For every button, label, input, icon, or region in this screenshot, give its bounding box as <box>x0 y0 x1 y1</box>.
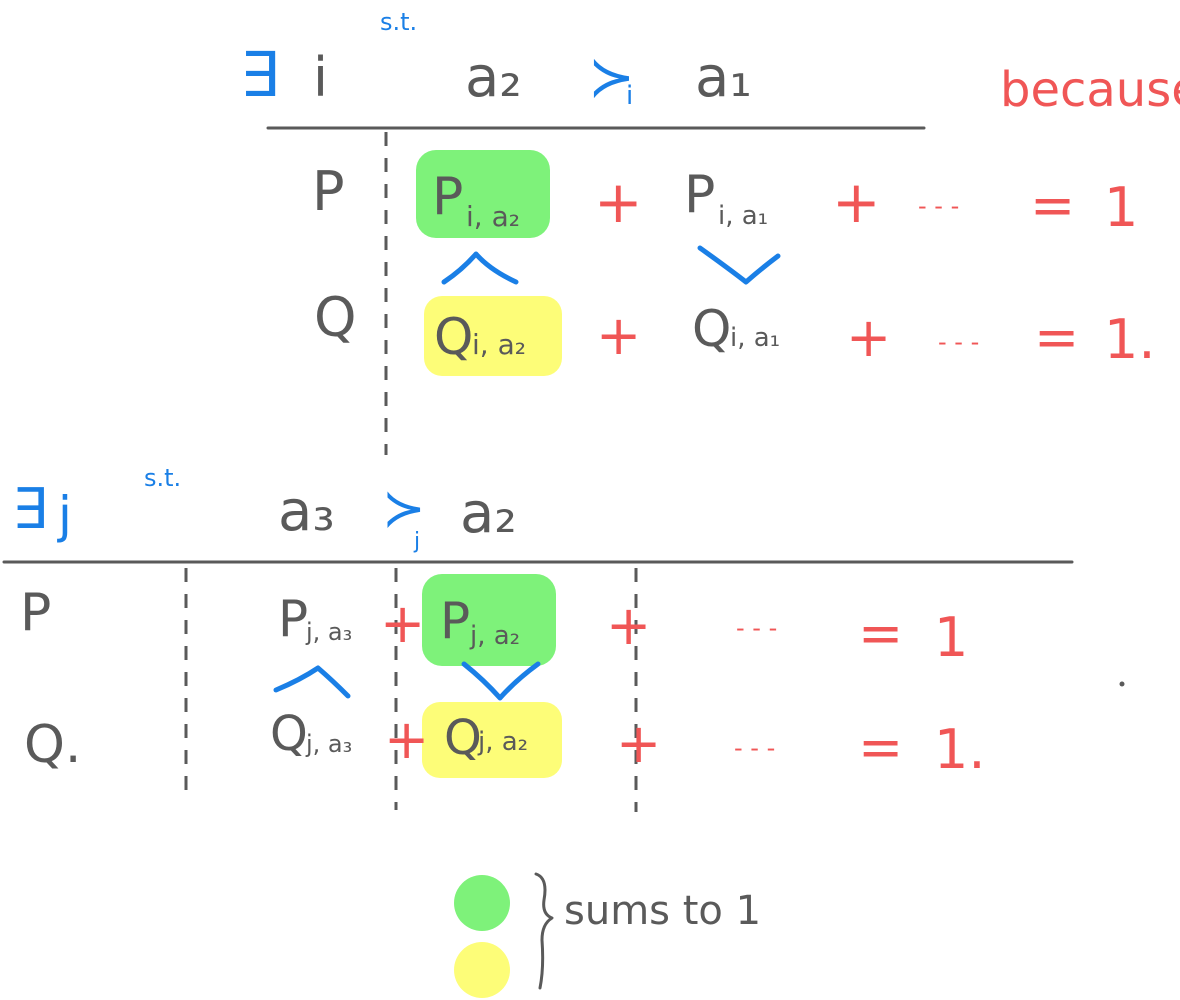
bottom-index-label: j <box>57 486 72 544</box>
top-p-plus-2: + <box>832 168 881 236</box>
bottom-p-highlight-green <box>422 574 556 666</box>
bottom-row-q-label: Q. <box>24 715 81 775</box>
bottom-row-p-label: P <box>20 583 51 643</box>
top-q-second-subscript: i, a₁ <box>730 323 780 353</box>
bottom-p-first-term: P <box>278 590 308 648</box>
bottom-q-equals: = <box>858 716 903 779</box>
top-q-plus-1: + <box>596 304 641 367</box>
bottom-exists-symbol: ∃ <box>12 477 47 542</box>
top-q-plus-2: + <box>846 306 891 369</box>
top-st-label: s.t. <box>380 8 417 36</box>
top-q-highlighted-subscript: i, a₂ <box>472 328 526 361</box>
top-p-total: 1 <box>1104 176 1138 239</box>
top-q-total: 1. <box>1104 308 1156 371</box>
bottom-succ-subscript: j <box>413 529 420 554</box>
top-row-p-label: P <box>312 160 345 223</box>
top-succ-subscript: i <box>626 81 633 111</box>
top-p-ellipsis: - - - <box>918 192 959 220</box>
bottom-p-ellipsis: - - - <box>736 614 777 642</box>
top-rhs-alternative: a₁ <box>695 45 752 110</box>
bottom-rhs-alternative: a₂ <box>460 481 517 546</box>
bottom-p-plus-1: + <box>380 592 425 655</box>
bottom-q-highlighted-subscript: j, a₂ <box>477 727 528 757</box>
top-index-label: i <box>313 46 328 109</box>
top-q-ellipsis: - - - <box>938 328 979 356</box>
bottom-q-first-term: Q <box>270 706 308 762</box>
top-p-highlight-green <box>416 150 550 238</box>
bottom-p-plus-2: + <box>606 594 651 657</box>
top-p-second-subscript: i, a₁ <box>718 201 768 231</box>
top-q-highlighted-term: Q <box>434 308 473 366</box>
top-succ-symbol: ≻ <box>588 45 635 110</box>
bottom-q-plus-1: + <box>384 708 429 771</box>
top-row-q-label: Q <box>314 286 357 349</box>
top-q-highlight-yellow <box>424 296 562 376</box>
legend-yellow-dot <box>454 942 510 998</box>
top-q-second-term: Q <box>692 300 731 358</box>
top-less-than-arc <box>697 245 781 285</box>
top-p-highlighted-subscript: i, a₂ <box>466 200 520 233</box>
legend-brace <box>534 872 554 990</box>
bottom-q-highlight-yellow <box>422 702 562 778</box>
top-greater-than-arc <box>441 251 519 285</box>
bottom-p-highlighted-term: P <box>440 592 470 650</box>
bottom-p-equals: = <box>858 602 903 665</box>
bottom-succ-symbol: ≻ <box>382 479 426 539</box>
top-p-equals: = <box>1030 174 1075 237</box>
top-lhs-alternative: a₂ <box>465 45 522 110</box>
stray-mark <box>1119 681 1125 687</box>
bottom-lhs-alternative: a₃ <box>278 479 335 544</box>
bottom-st-label: s.t. <box>144 464 181 492</box>
legend-label: sums to 1 <box>564 888 761 934</box>
top-q-equals: = <box>1034 306 1079 369</box>
because-note: because <box>1000 62 1180 118</box>
bottom-p-first-subscript: j, a₃ <box>305 618 352 646</box>
bottom-q-ellipsis: - - - <box>734 734 775 762</box>
top-p-plus-1: + <box>594 168 643 236</box>
bottom-greater-than-arc <box>273 665 351 699</box>
bottom-p-total: 1 <box>934 606 968 669</box>
bottom-q-total: 1. <box>934 718 986 781</box>
bottom-q-plus-2: + <box>616 712 661 775</box>
bottom-q-highlighted-term: Q <box>444 710 482 766</box>
top-p-highlighted-term: P <box>432 167 463 227</box>
top-exists-symbol: ∃ <box>240 38 279 111</box>
top-p-second-term: P <box>684 165 715 225</box>
bottom-less-than-arc <box>461 661 541 701</box>
legend-green-dot <box>454 875 510 931</box>
bottom-q-first-subscript: j, a₃ <box>305 730 352 758</box>
bottom-p-highlighted-subscript: j, a₂ <box>469 621 520 651</box>
